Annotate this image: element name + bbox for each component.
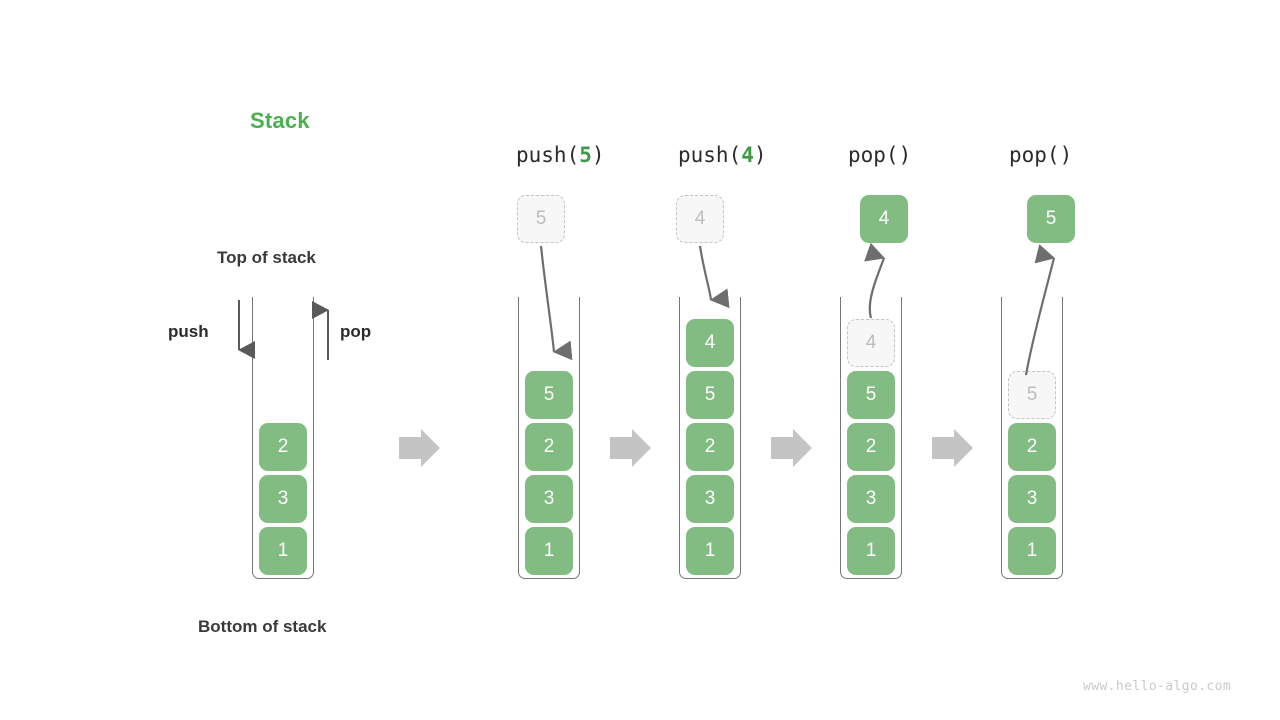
stack-cell: 2	[847, 423, 895, 471]
page-title: Stack	[250, 108, 310, 133]
stack-tube-push4	[679, 297, 741, 579]
transition-arrow	[932, 429, 973, 467]
stack-cell: 3	[847, 475, 895, 523]
transition-arrow	[771, 429, 812, 467]
floating-cell-push4: 4	[676, 195, 724, 243]
stack-cell: 2	[525, 423, 573, 471]
caption-top-of-stack: Top of stack	[217, 248, 316, 267]
pop-label: pop	[340, 322, 372, 341]
stack-cell: 1	[259, 527, 307, 575]
ghost-cell-pop1: 4	[847, 319, 895, 367]
stack-cell: 4	[686, 319, 734, 367]
stack-cell: 2	[686, 423, 734, 471]
stack-cell: 3	[259, 475, 307, 523]
op-label-push5: push(5)	[516, 143, 605, 167]
stack-tube-pop1	[840, 297, 902, 579]
stack-cell: 1	[1008, 527, 1056, 575]
op-label-push4: push(4)	[678, 143, 767, 167]
stack-cell: 1	[847, 527, 895, 575]
op-label-pop-2: pop()	[1009, 143, 1073, 167]
stack-cell: 3	[1008, 475, 1056, 523]
floating-cell-pop1: 4	[860, 195, 908, 243]
stack-tube-initial	[252, 297, 314, 579]
floating-cell-pop2: 5	[1027, 195, 1075, 243]
stack-cell: 5	[847, 371, 895, 419]
watermark: www.hello-algo.com	[1083, 679, 1232, 694]
stack-cell: 3	[686, 475, 734, 523]
stack-cell: 5	[686, 371, 734, 419]
stack-tube-pop2	[1001, 297, 1063, 579]
transition-arrow	[399, 429, 440, 467]
stack-cell: 2	[259, 423, 307, 471]
push4-flow-arrow	[698, 245, 730, 309]
caption-bottom-of-stack: Bottom of stack	[198, 617, 327, 636]
stack-cell: 1	[686, 527, 734, 575]
push-label: push	[168, 322, 209, 341]
stack-cell: 1	[525, 527, 573, 575]
floating-cell-push5: 5	[517, 195, 565, 243]
op-label-pop-1: pop()	[848, 143, 912, 167]
ghost-cell-pop2: 5	[1008, 371, 1056, 419]
transition-arrow	[610, 429, 651, 467]
stack-cell: 2	[1008, 423, 1056, 471]
stack-cell: 3	[525, 475, 573, 523]
stack-cell: 5	[525, 371, 573, 419]
stack-tube-push5	[518, 297, 580, 579]
